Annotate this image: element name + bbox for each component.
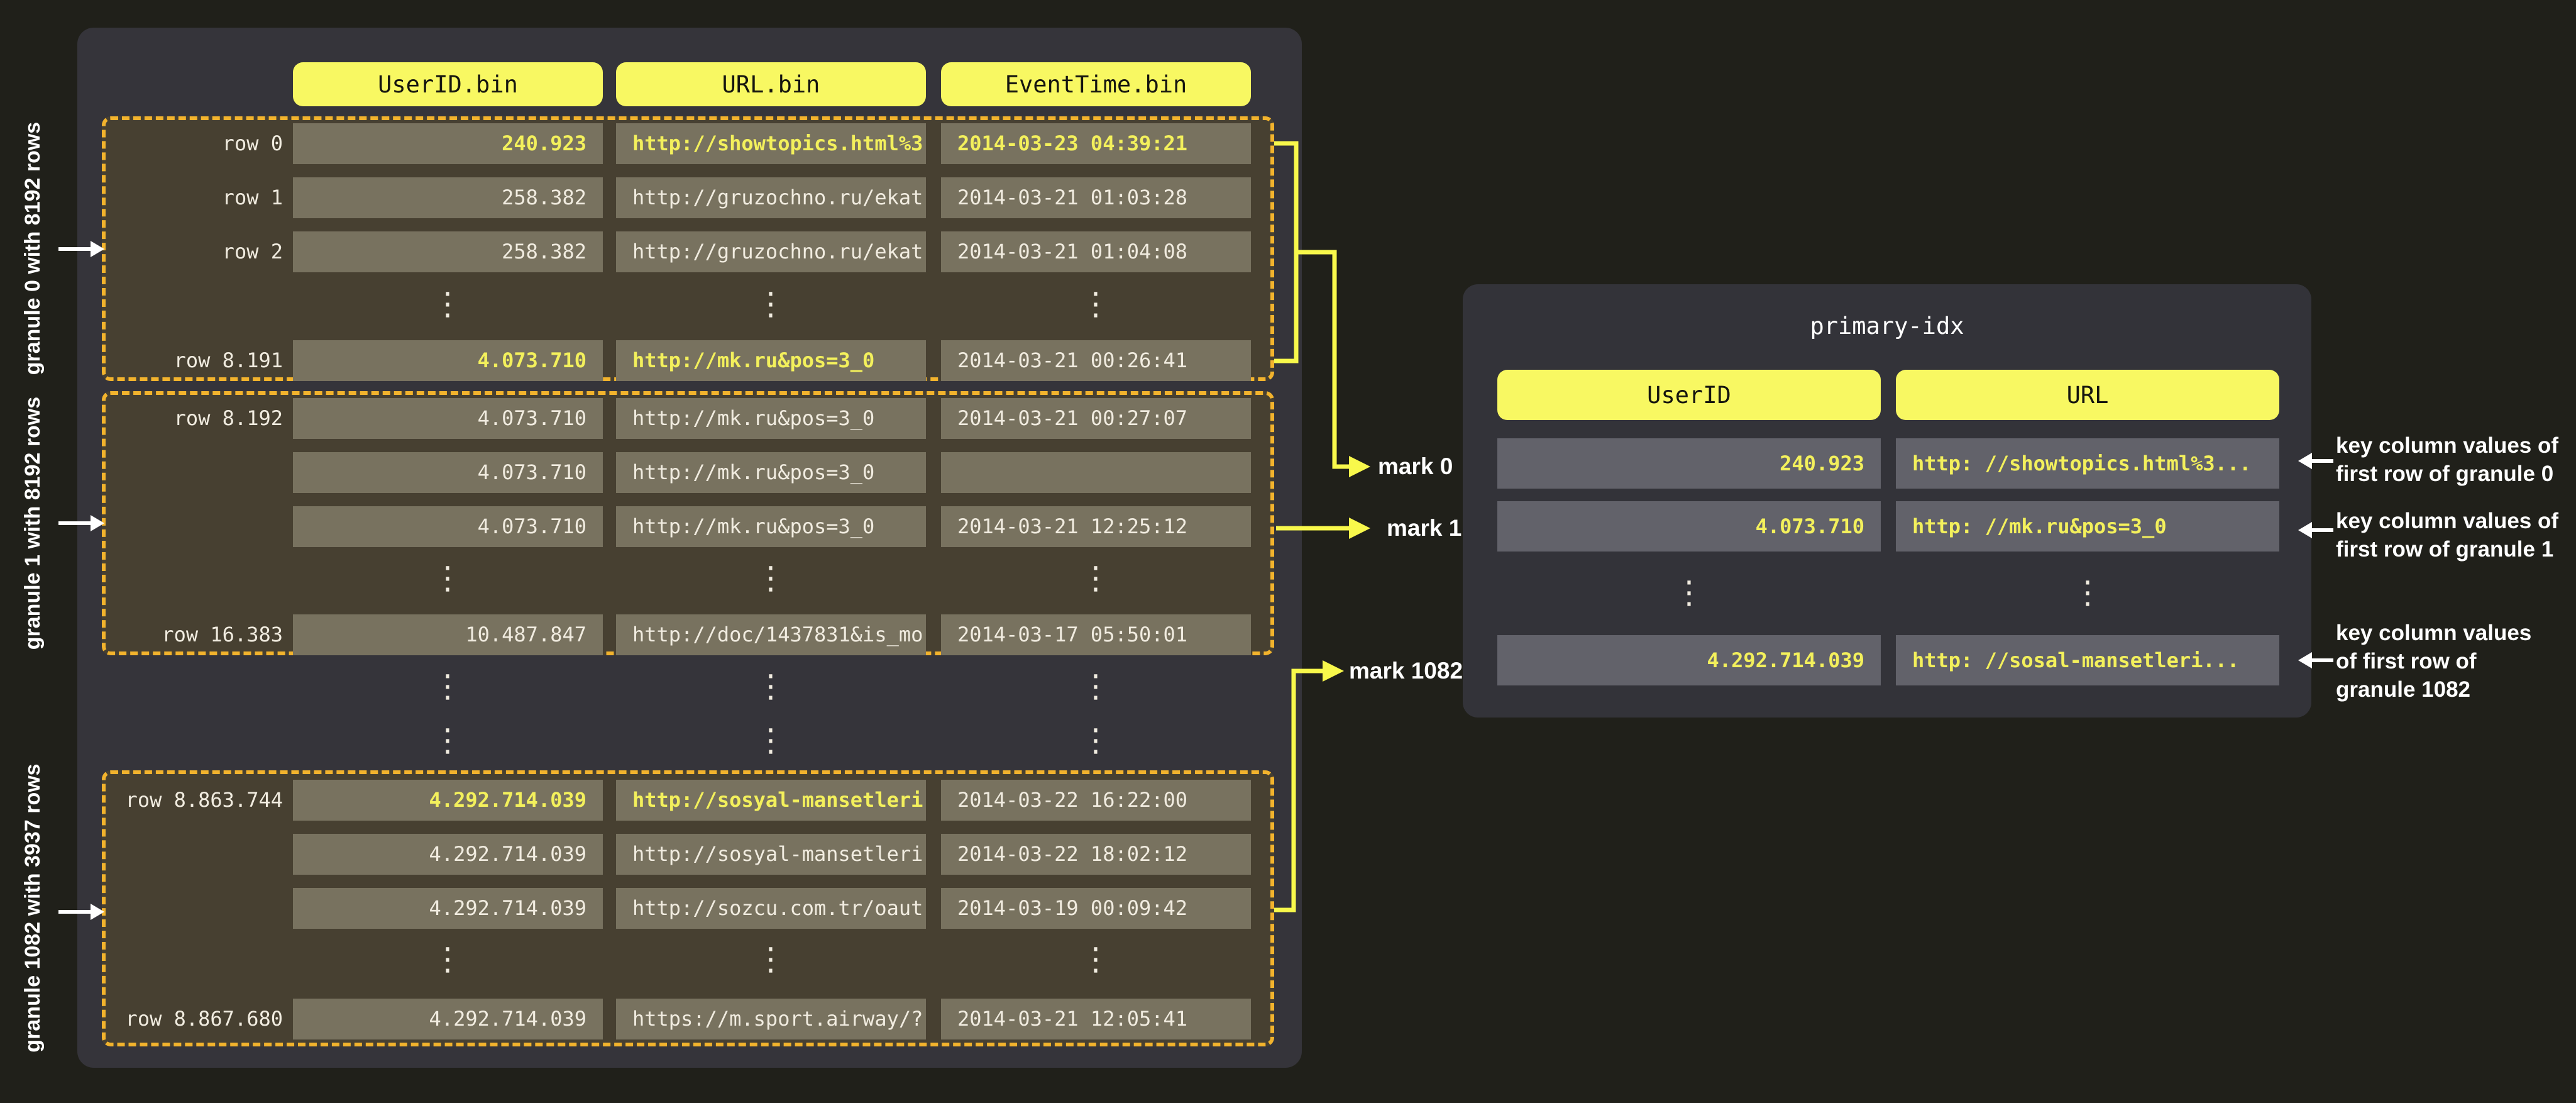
- cell-eventtime: 2014-03-21 12:25:12: [941, 506, 1251, 547]
- row-label: row 16.383: [162, 623, 283, 646]
- mark-0-arrowhead-icon: [1349, 456, 1370, 477]
- cell-eventtime: 2014-03-19 00:09:42: [941, 888, 1251, 929]
- granule-1082-side-label: granule 1082 with 3937 rows: [21, 763, 45, 1053]
- cell-userid: 10.487.847: [293, 614, 603, 655]
- mark-1-label: mark 1: [1387, 515, 1462, 541]
- idx-cell-url: http: //showtopics.html%3...: [1896, 438, 2279, 489]
- header-label: URL.bin: [722, 70, 820, 98]
- cell-url: http://sosyal-mansetleri...: [616, 834, 926, 875]
- cell-eventtime: 2014-03-21 00:26:41: [941, 340, 1251, 381]
- annotation-line: key column values of: [2336, 433, 2559, 458]
- row-label: row 8.192: [173, 406, 283, 430]
- cell-url: http://mk.ru&pos=3_0: [616, 398, 926, 439]
- ellipsis: ⋮: [432, 722, 463, 758]
- mark-1-arrowhead-icon: [1349, 518, 1370, 539]
- cell-url: http://sozcu.com.tr/oaut: [616, 888, 926, 929]
- mark-1082-label: mark 1082: [1349, 658, 1463, 684]
- annotation-line: granule 1082: [2336, 677, 2470, 702]
- cell-eventtime: 2014-03-17 05:50:01: [941, 614, 1251, 655]
- annotation-line: first row of granule 0: [2336, 462, 2554, 486]
- cell-userid: 4.292.714.039: [293, 999, 603, 1039]
- annotation-granule-1082: key column values of first row of granul…: [2336, 619, 2531, 704]
- cell-url: http://doc/1437831&is_mo...: [616, 614, 926, 655]
- cell-userid: 240.923: [293, 123, 603, 164]
- cell-userid: 258.382: [293, 177, 603, 218]
- cell-eventtime: 2014-03-21 01:03:28: [941, 177, 1251, 218]
- mark-1082-arrowhead-icon: [1323, 660, 1344, 682]
- cell-eventtime-empty: [941, 452, 1251, 493]
- header-pill-userid-bin: UserID.bin: [293, 62, 603, 106]
- ellipsis: ⋮: [432, 668, 463, 704]
- idx-cell-userid: 240.923: [1497, 438, 1881, 489]
- cell-url: http://gruzochno.ru/ekat...: [616, 177, 926, 218]
- cell-eventtime: 2014-03-21 12:05:41: [941, 999, 1251, 1039]
- cell-userid: 4.292.714.039: [293, 888, 603, 929]
- header-label: EventTime.bin: [1005, 70, 1187, 98]
- ellipsis: ⋮: [1080, 722, 1111, 758]
- row-label: row 8.191: [173, 348, 283, 372]
- cell-url: http://mk.ru&pos=3_0: [616, 340, 926, 381]
- row-label: row 0: [222, 131, 283, 155]
- cell-url: http://gruzochno.ru/ekat...: [616, 231, 926, 272]
- cell-url: http://mk.ru&pos=3_0: [616, 506, 926, 547]
- cell-url: http://mk.ru&pos=3_0: [616, 452, 926, 493]
- cell-url: http://sosyal-mansetleri...: [616, 780, 926, 821]
- annotation-line: key column values: [2336, 621, 2532, 645]
- header-label: UserID: [1647, 381, 1731, 409]
- ellipsis: ⋮: [755, 668, 786, 704]
- cell-userid: 4.073.710: [293, 398, 603, 439]
- ellipsis: ⋮: [755, 285, 786, 322]
- ellipsis: ⋮: [1080, 668, 1111, 704]
- header-label: UserID.bin: [378, 70, 518, 98]
- cell-userid: 4.292.714.039: [293, 780, 603, 821]
- ellipsis: ⋮: [755, 722, 786, 758]
- cell-userid: 258.382: [293, 231, 603, 272]
- mark-0-label: mark 0: [1378, 453, 1453, 479]
- idx-cell-userid: 4.292.714.039: [1497, 635, 1881, 685]
- ellipsis: ⋮: [1080, 941, 1111, 977]
- idx-cell-url: http: //mk.ru&pos=3_0: [1896, 501, 2279, 552]
- annotation-granule-0: key column values of first row of granul…: [2336, 431, 2558, 488]
- cell-eventtime: 2014-03-23 04:39:21: [941, 123, 1251, 164]
- cell-url: https://m.sport.airway/?: [616, 999, 926, 1039]
- ellipsis: ⋮: [755, 941, 786, 977]
- ellipsis: ⋮: [432, 941, 463, 977]
- ellipsis: ⋮: [432, 285, 463, 322]
- header-pill-url: URL: [1896, 370, 2279, 420]
- cell-eventtime: 2014-03-21 01:04:08: [941, 231, 1251, 272]
- header-pill-eventtime-bin: EventTime.bin: [941, 62, 1251, 106]
- header-label: URL: [2066, 381, 2109, 409]
- primary-index-title: primary-idx: [1810, 313, 1964, 340]
- row-label: row 2: [222, 240, 283, 263]
- cell-url: http://showtopics.html%3...: [616, 123, 926, 164]
- cell-userid: 4.292.714.039: [293, 834, 603, 875]
- cell-eventtime: 2014-03-22 16:22:00: [941, 780, 1251, 821]
- annotation-granule-1: key column values of first row of granul…: [2336, 507, 2558, 563]
- ellipsis: ⋮: [432, 560, 463, 596]
- annotation-arrows: [2312, 459, 2333, 662]
- ellipsis: ⋮: [1080, 285, 1111, 322]
- row-label: row 8.867.680: [125, 1007, 283, 1031]
- annotation-line: of first row of: [2336, 649, 2477, 673]
- ellipsis: ⋮: [755, 560, 786, 596]
- ellipsis: ⋮: [1673, 574, 1705, 611]
- annotation-line: first row of granule 1: [2336, 537, 2554, 562]
- row-label: row 8.863.744: [125, 788, 283, 812]
- cell-userid: 4.073.710: [293, 506, 603, 547]
- cell-eventtime: 2014-03-21 00:27:07: [941, 398, 1251, 439]
- header-pill-userid: UserID: [1497, 370, 1881, 420]
- cell-eventtime: 2014-03-22 18:02:12: [941, 834, 1251, 875]
- ellipsis: ⋮: [2072, 574, 2103, 611]
- annotation-line: key column values of: [2336, 509, 2559, 533]
- idx-cell-userid: 4.073.710: [1497, 501, 1881, 552]
- idx-cell-url: http: //sosal-mansetleri...: [1896, 635, 2279, 685]
- granule-1-side-label: granule 1 with 8192 rows: [21, 396, 45, 650]
- header-pill-url-bin: URL.bin: [616, 62, 926, 106]
- cell-userid: 4.073.710: [293, 340, 603, 381]
- row-label: row 1: [222, 186, 283, 209]
- ellipsis: ⋮: [1080, 560, 1111, 596]
- cell-userid: 4.073.710: [293, 452, 603, 493]
